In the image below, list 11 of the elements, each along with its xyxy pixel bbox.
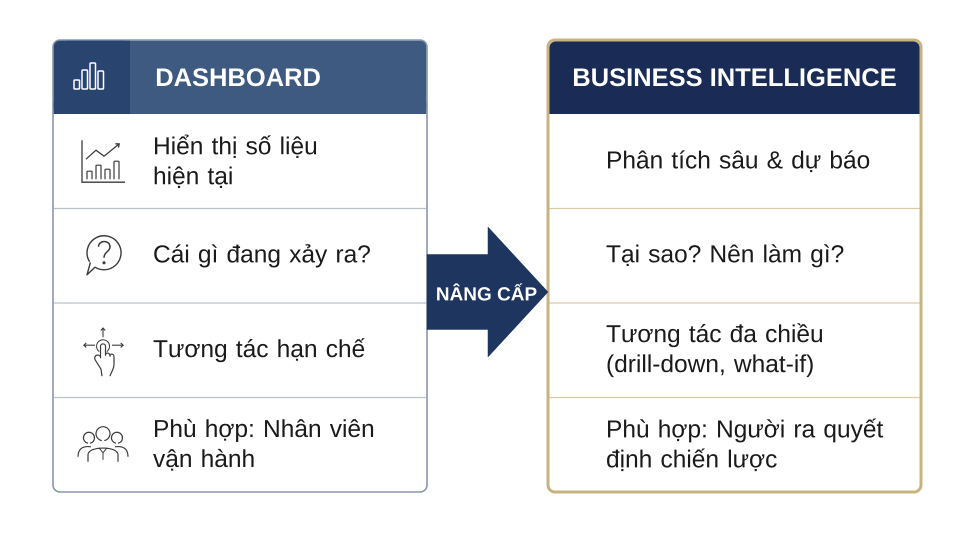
- feature-text: Tại sao? Nên làm gì?: [606, 244, 844, 268]
- feature-text: Hiển thị số liệu hiện tại: [154, 134, 316, 188]
- panel-header: DASHBOARD: [54, 40, 426, 114]
- feature-text: Phù hợp: Người ra quyết định chiến lược: [607, 418, 884, 472]
- feature-text: Phù hợp: Nhân viên vận hành: [153, 418, 374, 471]
- feature-text: Tương tác đa chiều (drill-down, what-if): [606, 323, 822, 378]
- edge-label: NÂNG CẤP: [434, 282, 538, 302]
- feature-text: Cái gì đang xảy ra?: [154, 244, 370, 268]
- feature-text: Tương tác hạn chế: [154, 338, 365, 362]
- feature-text: Phân tích sâu & dự báo: [608, 150, 870, 172]
- panel-header: BUSINESS INTELLIGENCE: [550, 42, 920, 114]
